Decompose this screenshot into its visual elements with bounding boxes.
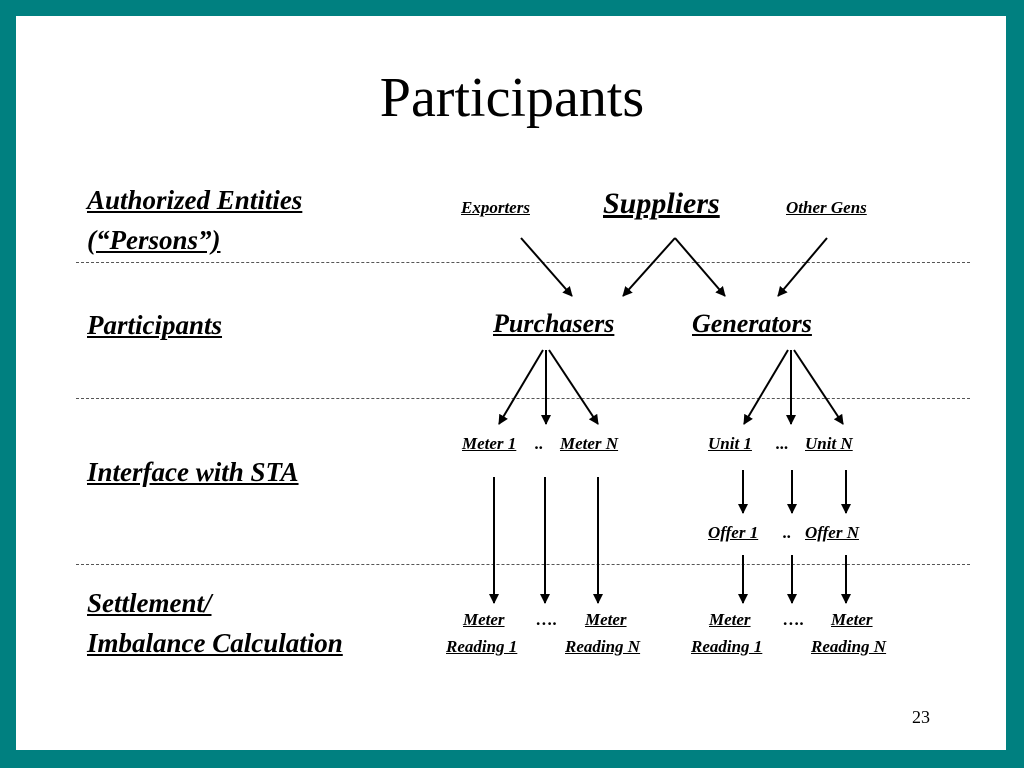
- row-label-settlement-line2: Imbalance Calculation: [87, 628, 343, 658]
- reading-ellipsis-right: ….: [783, 610, 805, 629]
- slide-title: Participants: [379, 67, 645, 129]
- node-meter-1: Meter 1: [462, 434, 517, 453]
- reading-n-label: Reading N: [565, 637, 641, 656]
- node-generators: Generators: [692, 309, 812, 338]
- arrow-purchasers-meter-1: [498, 349, 544, 425]
- node-offer-1: Offer 1: [708, 523, 759, 542]
- reading-ellipsis-left: ….: [536, 610, 558, 629]
- node-exporters: Exporters: [461, 198, 530, 217]
- row-label-settlement: Settlement/ Imbalance Calculation: [87, 583, 343, 663]
- row-label-settlement-line1: Settlement/: [87, 588, 212, 618]
- arrow-othergens-generators: [777, 237, 828, 297]
- separator-1: [76, 262, 970, 263]
- offer-ellipsis: ..: [783, 523, 792, 542]
- arrow-suppliers-generators: [674, 237, 726, 297]
- row-label-interface: Interface with STA: [87, 457, 299, 487]
- row-label-authorized-line1: Authorized Entities: [87, 185, 303, 215]
- arrow-suppliers-purchasers: [622, 237, 676, 297]
- gen-reading-n-meter-word: Meter: [831, 610, 873, 629]
- reading-1-meter-word: Meter: [463, 610, 505, 629]
- row-label-authorized-entities: Authorized Entities (“Persons”): [87, 180, 302, 260]
- node-meter-n: Meter N: [560, 434, 619, 453]
- separator-2: [76, 398, 970, 399]
- unit-ellipsis: ...: [776, 434, 789, 453]
- arrow-generators-unit-n: [793, 349, 844, 425]
- reading-n-meter-word: Meter: [585, 610, 627, 629]
- page-number: 23: [912, 707, 930, 727]
- meter-ellipsis: ..: [535, 434, 544, 453]
- gen-reading-1-meter-word: Meter: [709, 610, 751, 629]
- row-label-participants: Participants: [87, 310, 223, 340]
- node-unit-1: Unit 1: [708, 434, 752, 453]
- node-offer-n: Offer N: [805, 523, 859, 542]
- reading-1-label: Reading 1: [446, 637, 518, 656]
- node-purchasers: Purchasers: [493, 309, 615, 338]
- gen-reading-n-label: Reading N: [811, 637, 887, 656]
- separator-3: [76, 564, 970, 565]
- node-other-gens: Other Gens: [786, 198, 867, 217]
- arrow-purchasers-meter-n: [548, 349, 599, 425]
- row-label-authorized-line2: (“Persons”): [87, 225, 221, 255]
- arrow-generators-unit-1: [743, 349, 789, 425]
- gen-reading-1-label: Reading 1: [691, 637, 763, 656]
- arrow-exporters-purchasers: [520, 237, 573, 297]
- slide-background: [16, 16, 1006, 750]
- node-suppliers: Suppliers: [603, 187, 720, 220]
- node-unit-n: Unit N: [805, 434, 853, 453]
